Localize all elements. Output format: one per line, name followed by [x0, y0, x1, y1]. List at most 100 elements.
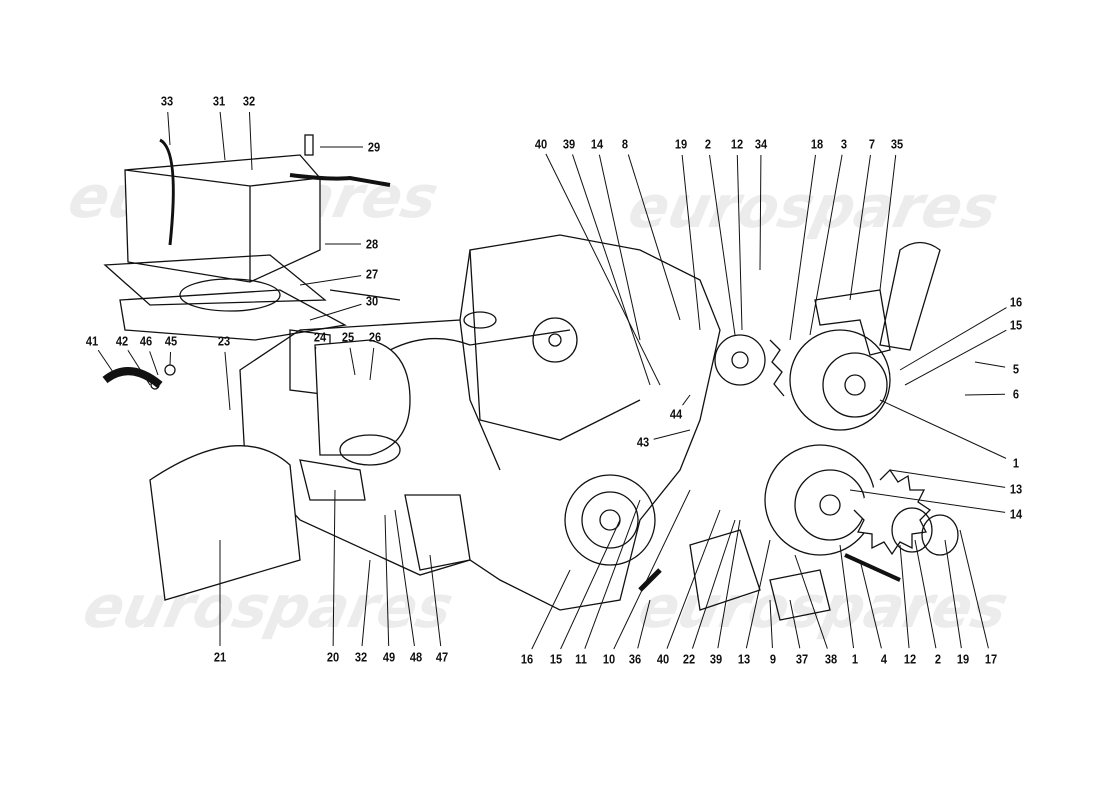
part-callout-17[interactable]: 17	[984, 651, 998, 667]
part-callout-4[interactable]: 4	[880, 651, 888, 667]
leader-line	[889, 469, 1006, 488]
part-callout-7[interactable]: 7	[868, 136, 876, 152]
part-callout-19[interactable]: 19	[956, 651, 970, 667]
part-callout-35[interactable]: 35	[890, 136, 904, 152]
leader-line	[964, 393, 1006, 396]
part-callout-23[interactable]: 23	[217, 333, 231, 349]
leader-line	[709, 154, 736, 336]
leader-line	[759, 154, 762, 271]
part-callout-21[interactable]: 21	[213, 649, 227, 665]
part-callout-9[interactable]: 9	[769, 651, 777, 667]
leader-line	[309, 303, 362, 321]
leader-line	[560, 519, 621, 650]
leader-line	[349, 347, 356, 376]
part-callout-5[interactable]: 5	[1012, 361, 1020, 377]
part-callout-10[interactable]: 10	[602, 651, 616, 667]
leader-line	[169, 351, 172, 366]
leader-line	[904, 329, 1007, 386]
part-callout-32[interactable]: 32	[354, 649, 368, 665]
part-callout-22[interactable]: 22	[682, 651, 696, 667]
part-callout-36[interactable]: 36	[628, 651, 642, 667]
part-callout-38[interactable]: 38	[824, 651, 838, 667]
leader-line	[572, 154, 651, 386]
leader-line	[849, 154, 871, 301]
part-callout-44[interactable]: 44	[669, 406, 683, 422]
part-callout-48[interactable]: 48	[409, 649, 423, 665]
part-callout-12[interactable]: 12	[730, 136, 744, 152]
leader-line	[299, 275, 362, 286]
part-callout-34[interactable]: 34	[754, 136, 768, 152]
leader-line	[369, 347, 375, 381]
part-callout-29[interactable]: 29	[367, 139, 381, 155]
leader-line	[224, 351, 231, 411]
part-callout-8[interactable]: 8	[621, 136, 629, 152]
part-callout-28[interactable]: 28	[365, 236, 379, 252]
part-callout-45[interactable]: 45	[164, 333, 178, 349]
leader-line	[682, 394, 691, 406]
part-callout-19[interactable]: 19	[674, 136, 688, 152]
part-callout-1[interactable]: 1	[851, 651, 859, 667]
part-callout-26[interactable]: 26	[368, 329, 382, 345]
part-callout-30[interactable]: 30	[365, 293, 379, 309]
part-callout-47[interactable]: 47	[435, 649, 449, 665]
leader-line	[849, 489, 1006, 513]
leader-lines	[97, 111, 1007, 650]
part-callout-42[interactable]: 42	[115, 333, 129, 349]
part-callout-32[interactable]: 32	[242, 93, 256, 109]
part-callout-43[interactable]: 43	[636, 434, 650, 450]
leader-line	[613, 489, 691, 650]
leader-line	[879, 154, 897, 291]
part-callout-3[interactable]: 3	[840, 136, 848, 152]
part-callout-40[interactable]: 40	[656, 651, 670, 667]
leader-line	[859, 559, 882, 649]
part-callout-40[interactable]: 40	[534, 136, 548, 152]
leader-line	[219, 111, 226, 161]
part-callout-6[interactable]: 6	[1012, 386, 1020, 402]
part-callout-27[interactable]: 27	[365, 266, 379, 282]
leader-line	[531, 569, 571, 650]
leader-line	[691, 519, 736, 649]
part-callout-13[interactable]: 13	[1009, 481, 1023, 497]
part-callout-2[interactable]: 2	[934, 651, 942, 667]
part-callout-11[interactable]: 11	[575, 651, 587, 667]
leader-line	[314, 347, 317, 351]
part-callout-15[interactable]: 15	[549, 651, 563, 667]
part-callout-31[interactable]: 31	[212, 93, 226, 109]
part-callout-16[interactable]: 16	[1009, 294, 1023, 310]
part-callout-39[interactable]: 39	[709, 651, 723, 667]
leader-line	[149, 351, 159, 376]
part-callout-12[interactable]: 12	[903, 651, 917, 667]
part-callout-25[interactable]: 25	[341, 329, 355, 345]
part-callout-1[interactable]: 1	[1012, 455, 1020, 471]
part-callout-39[interactable]: 39	[562, 136, 576, 152]
leader-line	[745, 539, 771, 649]
upper-alternator-drawing	[714, 241, 941, 431]
part-callout-15[interactable]: 15	[1009, 317, 1023, 333]
leader-line	[332, 489, 336, 647]
part-callout-33[interactable]: 33	[160, 93, 174, 109]
part-callout-20[interactable]: 20	[326, 649, 340, 665]
leader-line	[598, 154, 641, 341]
leader-line	[736, 154, 743, 331]
part-callout-16[interactable]: 16	[520, 651, 534, 667]
leader-line	[394, 509, 415, 647]
leader-line	[789, 154, 816, 341]
part-callout-49[interactable]: 49	[382, 649, 396, 665]
part-callout-18[interactable]: 18	[810, 136, 824, 152]
engine-drawing	[239, 234, 721, 611]
part-callout-13[interactable]: 13	[737, 651, 751, 667]
part-callout-37[interactable]: 37	[795, 651, 809, 667]
part-callout-24[interactable]: 24	[313, 329, 327, 345]
part-callout-14[interactable]: 14	[590, 136, 604, 152]
part-callout-14[interactable]: 14	[1009, 506, 1023, 522]
leader-line	[974, 361, 1006, 368]
leader-line	[627, 154, 681, 321]
leader-line	[879, 399, 1007, 459]
part-callout-41[interactable]: 41	[85, 333, 99, 349]
leader-line	[899, 307, 1007, 371]
part-callout-46[interactable]: 46	[139, 333, 153, 349]
part-callout-2[interactable]: 2	[704, 136, 712, 152]
leader-line	[584, 499, 641, 649]
leader-line	[429, 554, 442, 647]
